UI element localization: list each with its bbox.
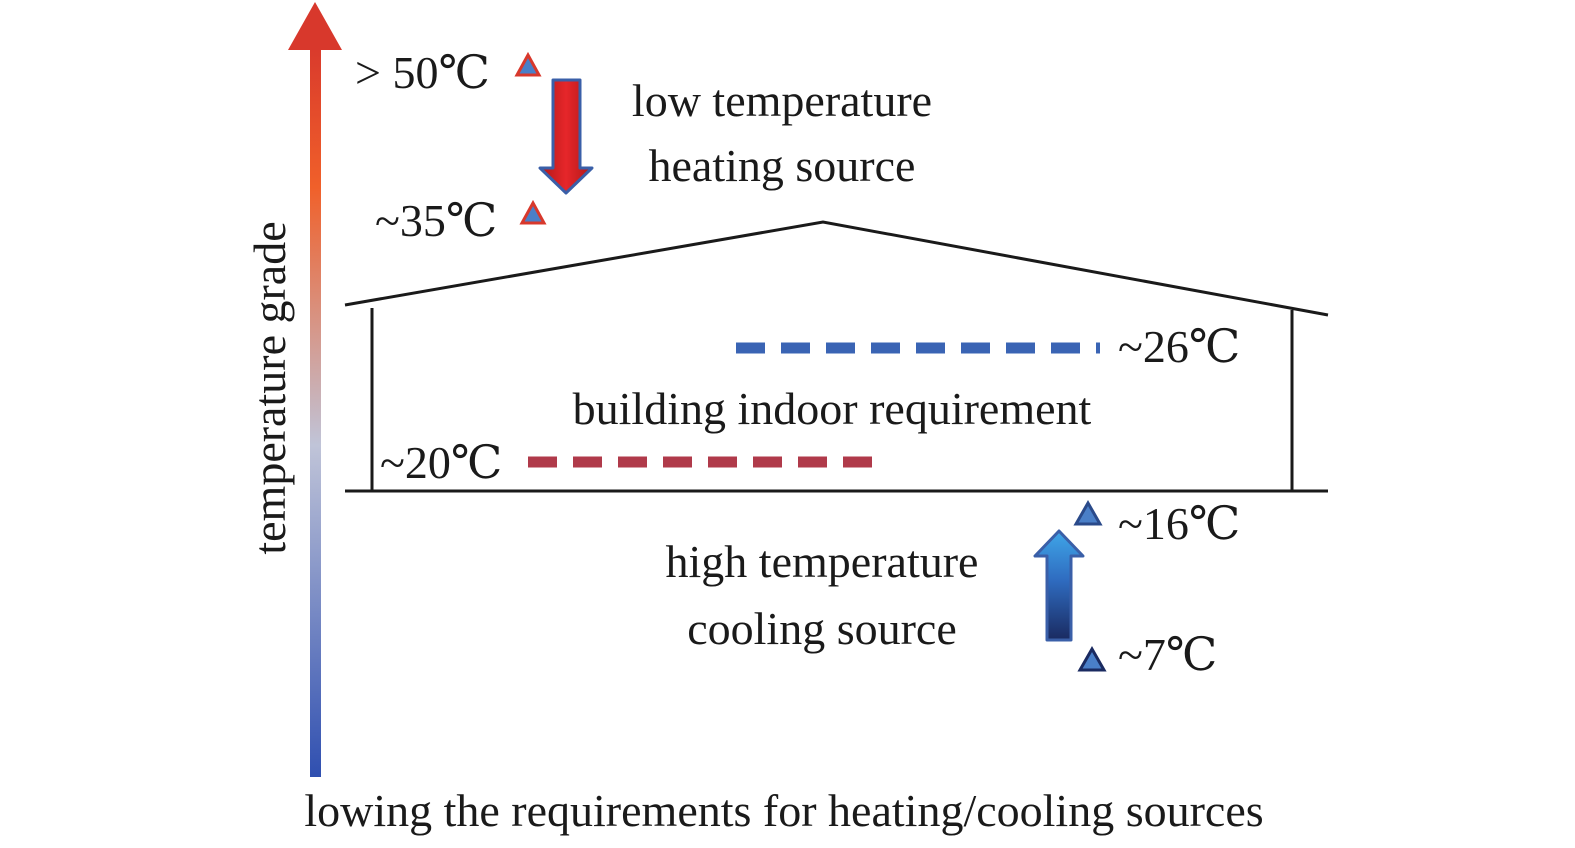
- heating-label-line2: heating source: [649, 140, 916, 191]
- cooling-high-temp-marker: [1073, 499, 1103, 526]
- heating-source-group: > 50℃ ~35℃ low temperature heating sourc…: [355, 47, 932, 246]
- building-outline: [344, 220, 1329, 493]
- heating-setpoint-label: ~20℃: [380, 437, 502, 488]
- cooling-label-line1: high temperature: [666, 536, 979, 587]
- heating-down-arrow: [538, 78, 594, 195]
- cooling-source-group: ~16℃ high temperature cooling source ~7℃: [666, 498, 1241, 680]
- cooling-low-temp: ~7℃: [1118, 629, 1217, 680]
- heating-low-temp-marker: [519, 199, 547, 225]
- building-roof: [344, 220, 1329, 317]
- cooling-up-arrow: [1033, 529, 1085, 642]
- axis-label: temperature grade: [244, 221, 295, 554]
- axis-shaft: [310, 40, 321, 777]
- footer-caption: lowing the requirements for heating/cool…: [304, 785, 1263, 836]
- temperature-axis: temperature grade: [244, 2, 342, 777]
- indoor-label: building indoor requirement: [573, 383, 1092, 434]
- cooling-high-temp: ~16℃: [1118, 498, 1240, 549]
- heating-low-temp: ~35℃: [375, 195, 497, 246]
- heating-label-line1: low temperature: [632, 75, 932, 126]
- cooling-label-line2: cooling source: [687, 603, 957, 654]
- cooling-setpoint-label: ~26℃: [1118, 321, 1240, 372]
- indoor-requirement-group: ~26℃ building indoor requirement ~20℃: [380, 321, 1240, 488]
- cooling-low-temp-marker: [1077, 645, 1107, 672]
- heating-high-temp: > 50℃: [355, 47, 490, 98]
- heating-high-temp-marker: [514, 51, 542, 77]
- axis-arrowhead: [288, 2, 342, 50]
